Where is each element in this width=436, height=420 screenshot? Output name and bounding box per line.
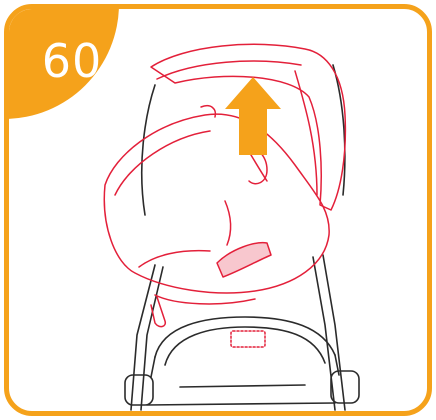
seat-unit: [104, 114, 329, 293]
left-hub: [125, 375, 153, 405]
instruction-frame: 60: [4, 4, 432, 416]
bar-label: [231, 331, 265, 347]
right-hub: [331, 371, 359, 403]
release-tab: [217, 243, 271, 277]
step-number: 60: [30, 35, 114, 87]
handle-bar: [155, 317, 335, 357]
footrest: [155, 295, 255, 304]
